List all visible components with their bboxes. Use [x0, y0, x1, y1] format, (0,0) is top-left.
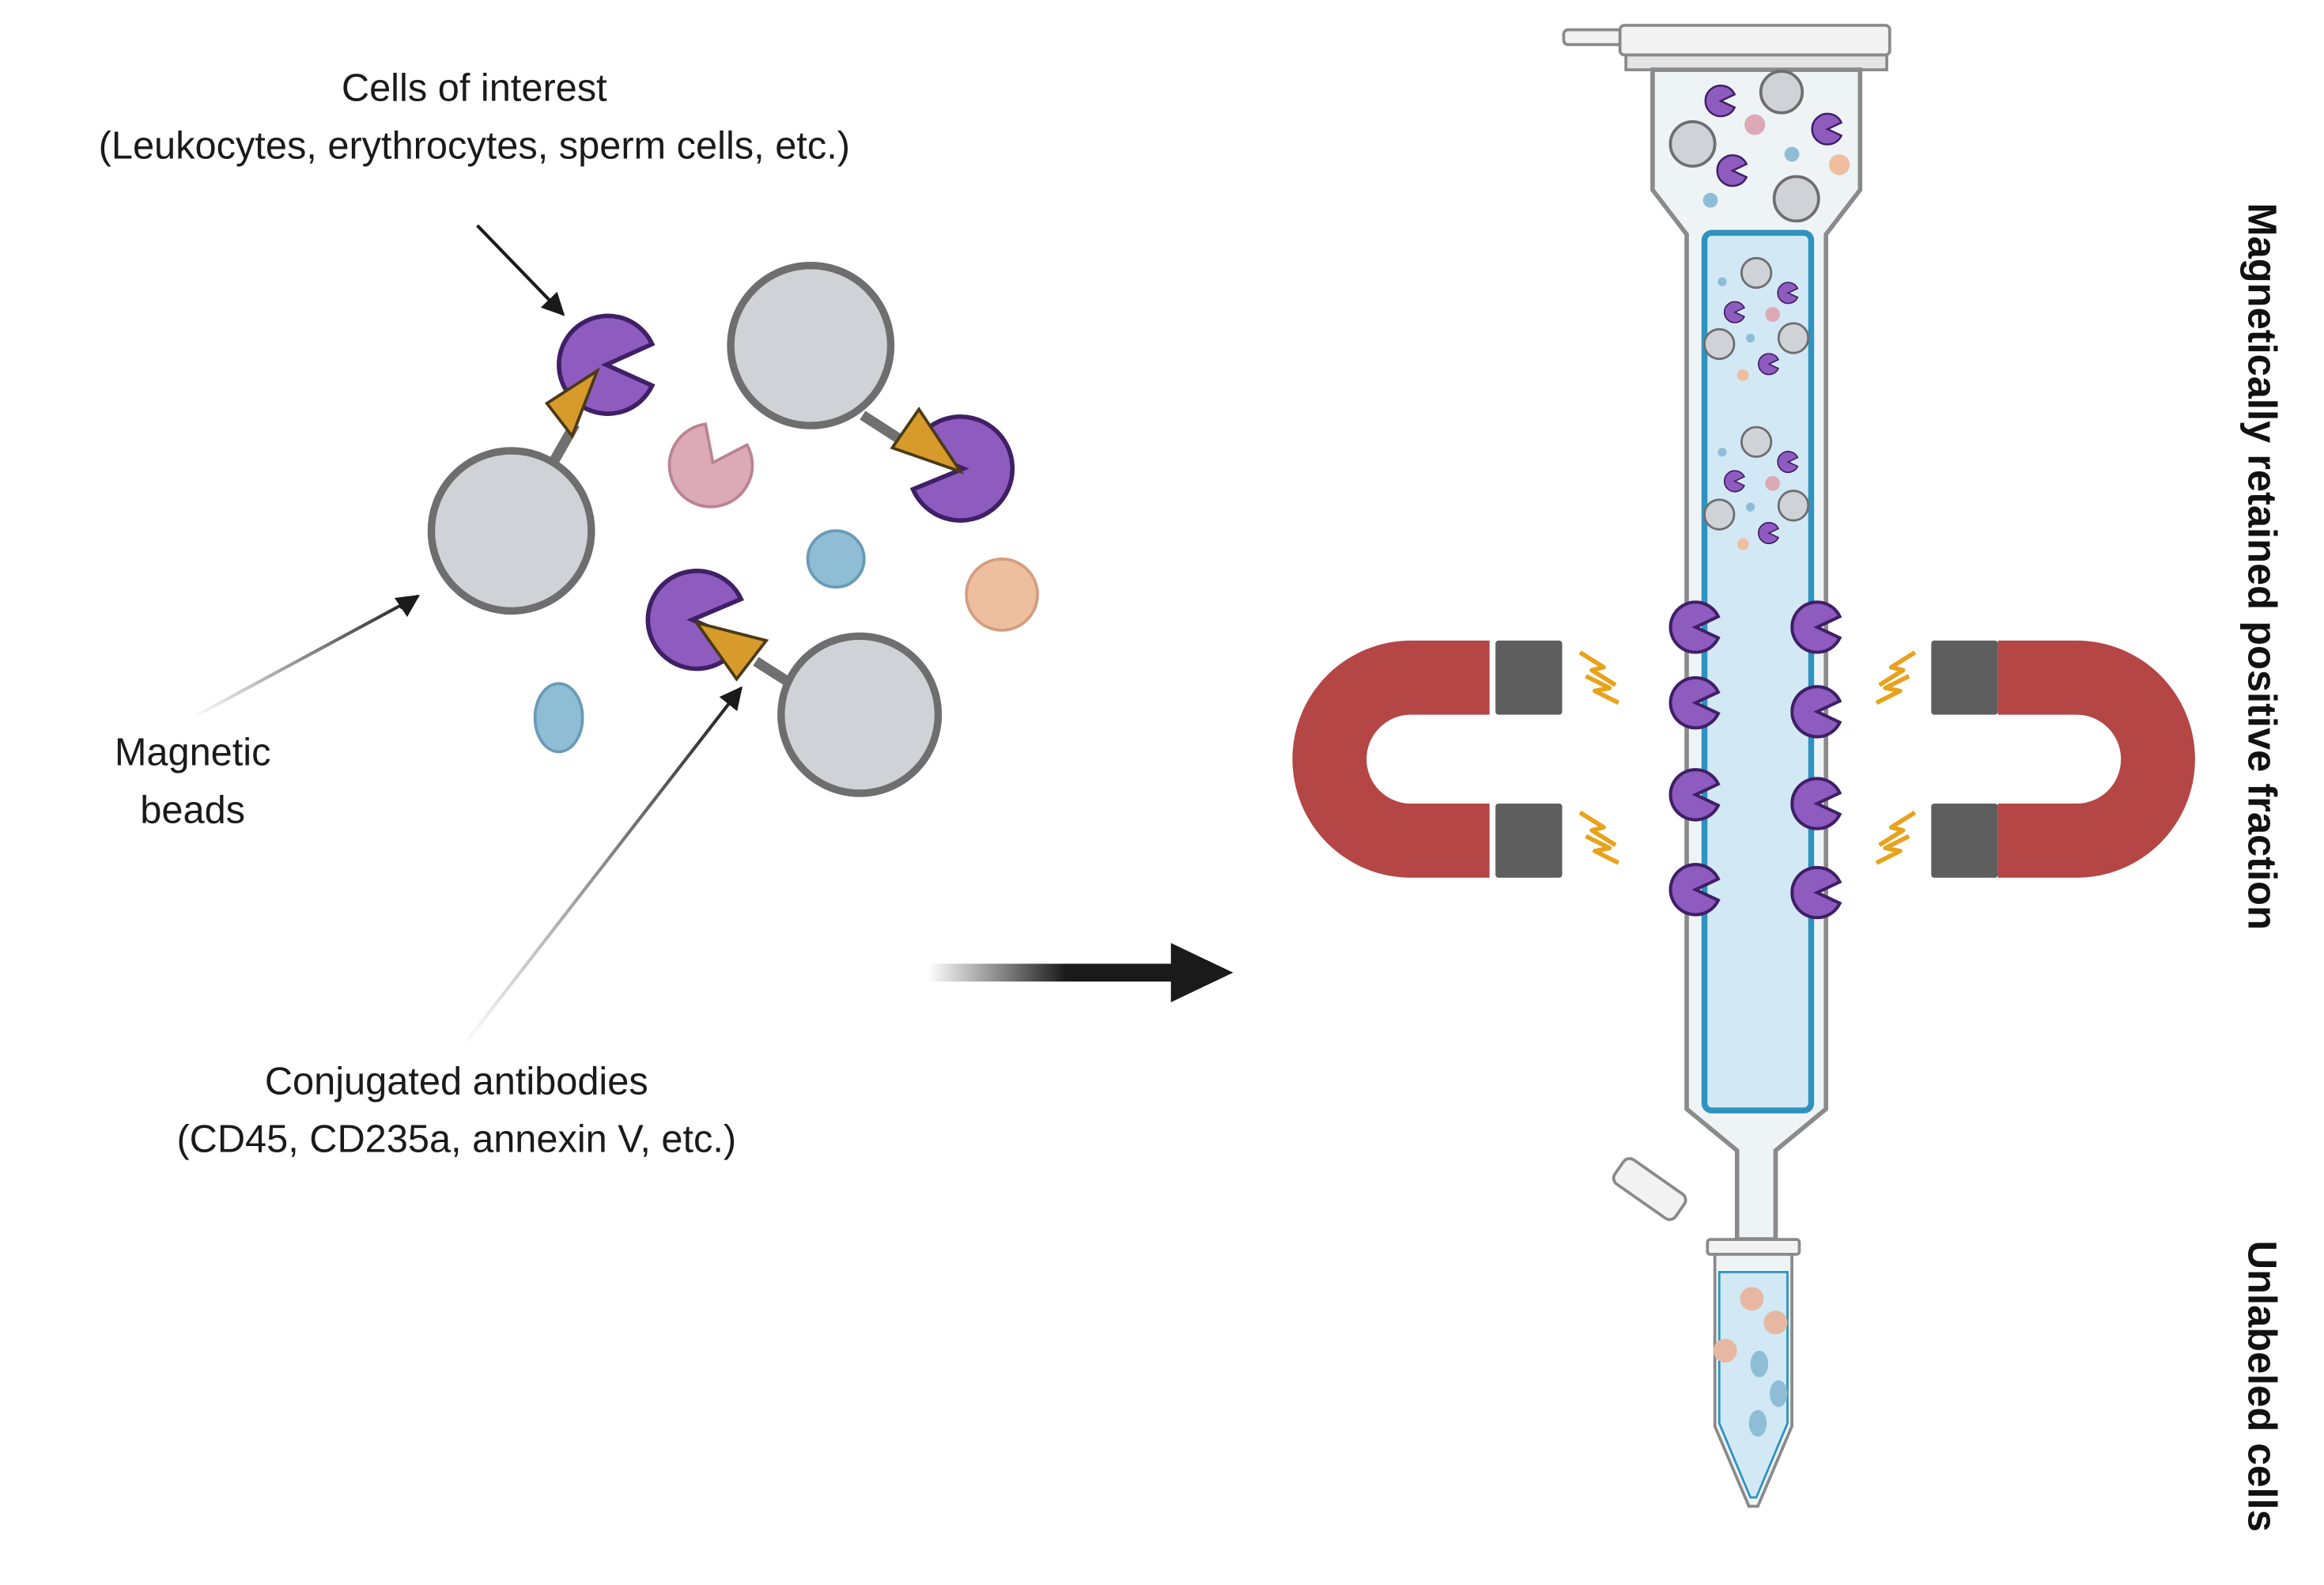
cells-subtitle: (Leukocytes, erythrocytes, sperm cells, … — [99, 125, 850, 168]
left-magnet — [1292, 640, 1490, 878]
right-magnet-pole-bottom — [1931, 804, 1998, 878]
reservoir-cells — [1668, 70, 1850, 223]
unlabeled-cell — [667, 422, 754, 509]
right-magnet — [1997, 640, 2195, 878]
bead-link — [753, 656, 792, 687]
magnetic-bead — [427, 447, 595, 615]
column-tab — [1612, 1156, 1687, 1221]
beads-label-2: beads — [140, 789, 245, 831]
antibodies-subtitle: (CD45, CD235a, annexin V, etc.) — [176, 1118, 736, 1161]
column-cap — [1618, 24, 1891, 57]
pointer-antibodies-head — [719, 686, 743, 712]
unlabeled-cell — [965, 557, 1039, 632]
left-magnet-pole-bottom — [1495, 804, 1563, 878]
magnetic-bead — [777, 632, 943, 797]
arrow-right-icon — [928, 943, 1234, 1003]
magnet-icon — [1876, 640, 2195, 878]
antibody — [890, 407, 965, 475]
right-magnet-pole-top — [1931, 640, 1998, 715]
collection-tube-icon — [1706, 1238, 1801, 1508]
antibody — [693, 620, 769, 682]
magnet-icon — [1292, 640, 1618, 878]
antibodies-title: Conjugated antibodies — [265, 1060, 648, 1103]
unlabeled-cells-label: Unlabeled cells — [2239, 1240, 2284, 1531]
beads-label-1: Magnetic — [115, 731, 271, 774]
pointer-antibodies — [461, 687, 743, 1048]
separation-column — [1562, 24, 1891, 1242]
pointer-beads — [191, 594, 419, 720]
bead-link — [860, 410, 907, 447]
chamber-sample-lower — [1703, 426, 1810, 550]
pointer-beads-head — [394, 594, 420, 618]
chamber-sample-upper — [1703, 256, 1810, 381]
left-magnet-pole-top — [1495, 640, 1563, 715]
antibody — [544, 367, 601, 439]
cells-title: Cells of interest — [342, 67, 607, 110]
column-cap-tab — [1562, 28, 1625, 47]
bead-cell-cluster — [427, 261, 1039, 797]
magnetic-bead — [727, 261, 895, 429]
pointer-cells — [476, 224, 565, 316]
positive-fraction-label: Magnetically retained positive fraction — [2239, 202, 2284, 929]
unlabeled-cell — [533, 682, 584, 754]
unlabeled-cell — [806, 529, 866, 589]
